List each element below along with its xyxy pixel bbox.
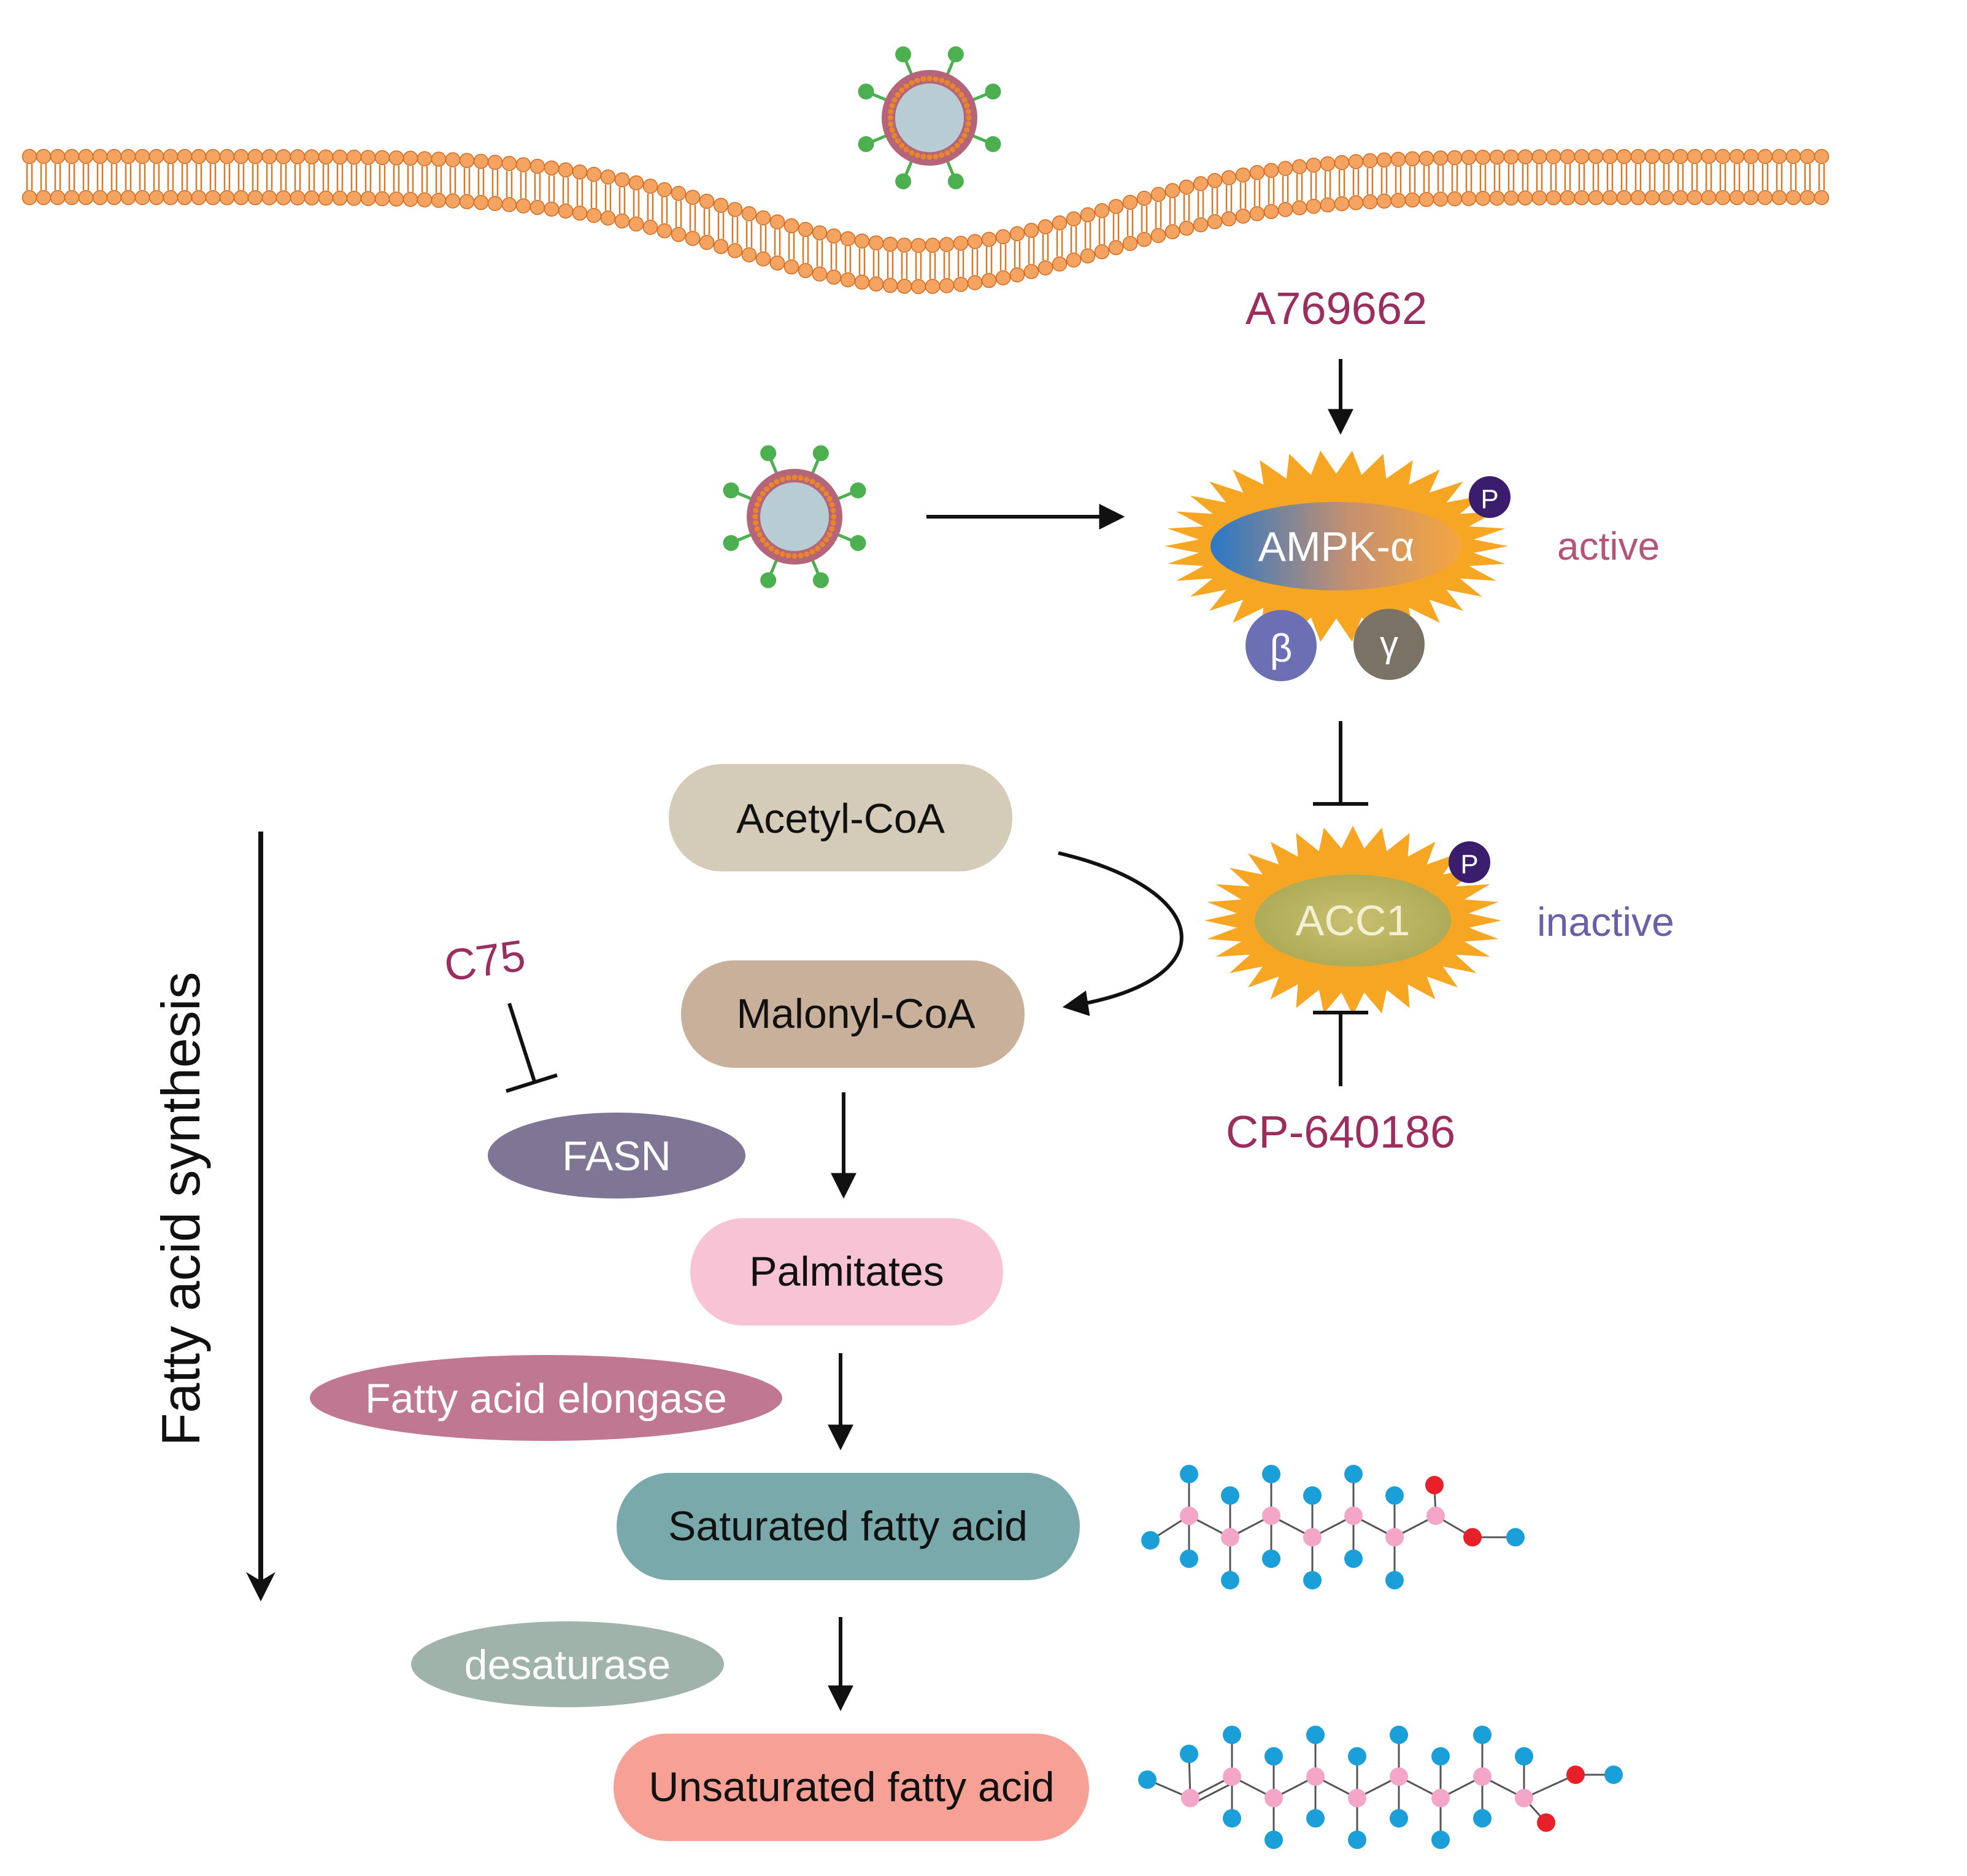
unsaturated-fatty-acid-label: Unsaturated fatty acid <box>649 1764 1054 1810</box>
c75-inhibition-bar <box>506 1073 558 1093</box>
acetyl-coa-label: Acetyl-CoA <box>736 795 945 842</box>
malonyl-coa-node <box>681 960 1025 1068</box>
drug-a769662-label: A769662 <box>1245 283 1427 334</box>
ampk-gamma-subunit <box>1353 609 1425 680</box>
elongase-enzyme <box>310 1355 782 1441</box>
drug-c75-label: C75 <box>441 931 528 991</box>
ampk-phospho-label: P <box>1480 484 1498 514</box>
acc1-enzyme <box>1255 874 1451 967</box>
ampk-phospho-badge <box>1469 476 1511 518</box>
fasn-label: FASN <box>562 1133 671 1179</box>
virus-particle-icon <box>858 46 1001 190</box>
palmitates-label: Palmitates <box>749 1248 944 1295</box>
ampk-gamma-label: γ <box>1380 623 1398 665</box>
ampk-alpha-subunit <box>1211 502 1462 590</box>
malonyl-coa-label: Malonyl-CoA <box>736 990 976 1037</box>
acc1-state-label: inactive <box>1537 899 1674 944</box>
virus-particle-icon <box>723 445 866 589</box>
saturated-molecule-icon <box>1141 1465 1525 1589</box>
acc1-complex: ACC1 P <box>1204 825 1501 1016</box>
acc1-phospho-badge <box>1449 841 1490 883</box>
acetyl-coa-node <box>669 764 1012 871</box>
palmitates-node <box>690 1218 1003 1326</box>
fasn-enzyme <box>488 1113 745 1199</box>
acc1-phospho-label: P <box>1460 849 1478 879</box>
ampk-complex: AMPK-α P β γ <box>1164 450 1511 681</box>
cell-membrane <box>21 149 1830 295</box>
acc1-conversion-arrow <box>1058 851 1184 1016</box>
unsaturated-fatty-acid-node <box>614 1734 1089 1841</box>
drug-cp640186-label: CP-640186 <box>1226 1106 1455 1157</box>
fatty-acid-synthesis-label: Fatty acid synthesis <box>150 972 211 1446</box>
ampk-beta-subunit <box>1245 610 1317 681</box>
elongase-label: Fatty acid elongase <box>365 1375 727 1422</box>
ampk-beta-label: β <box>1270 626 1293 670</box>
saturated-fatty-acid-node <box>617 1473 1080 1580</box>
c75-inhibition-line <box>507 1003 537 1084</box>
unsaturated-molecule-icon <box>1138 1726 1623 1849</box>
acc1-label: ACC1 <box>1296 897 1411 944</box>
ampk-alpha-label: AMPK-α <box>1258 523 1415 570</box>
desaturase-label: desaturase <box>464 1642 671 1688</box>
ampk-state-label: active <box>1557 524 1660 568</box>
desaturase-enzyme <box>411 1621 724 1707</box>
saturated-fatty-acid-label: Saturated fatty acid <box>668 1503 1028 1550</box>
